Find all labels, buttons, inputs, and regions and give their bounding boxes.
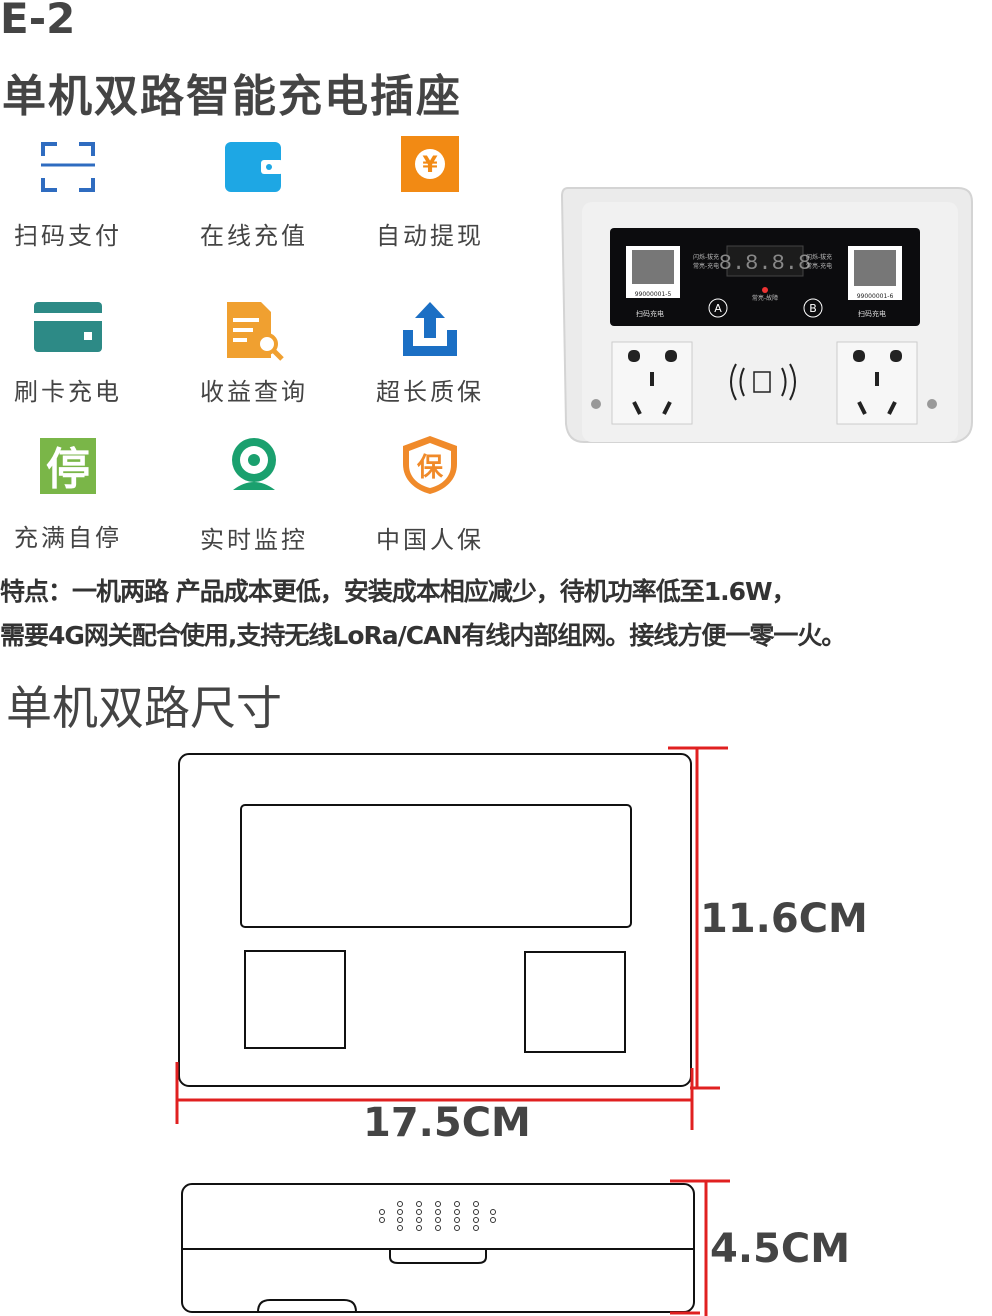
front-outline bbox=[178, 753, 692, 1087]
led-label: 常亮-充电 bbox=[806, 262, 832, 270]
dimension-lines bbox=[175, 746, 730, 1316]
button-a: A bbox=[714, 302, 722, 315]
height-label: 11.6CM bbox=[700, 896, 868, 942]
yen-icon: ¥ bbox=[401, 136, 459, 192]
feature-card-charge: 刷卡充电 bbox=[0, 300, 143, 407]
feature-revenue-query: 收益查询 bbox=[179, 300, 329, 407]
socket-left bbox=[244, 950, 346, 1049]
svg-text:保: 保 bbox=[416, 453, 444, 483]
vent-holes bbox=[379, 1201, 496, 1231]
upload-icon bbox=[403, 302, 457, 356]
wallet-icon bbox=[225, 142, 283, 192]
page-title: 单机双路智能充电插座 bbox=[2, 71, 462, 122]
shield-icon: 保 bbox=[403, 436, 457, 494]
feature-label: 实时监控 bbox=[200, 526, 308, 554]
scan-label: 扫码充电 bbox=[636, 309, 664, 318]
feature-description: 特点：一机两路 产品成本更低，安装成本相应减少，待机功率低至1.6W， 需要4G… bbox=[0, 570, 846, 658]
feature-label: 充满自停 bbox=[14, 524, 122, 552]
feature-realtime-monitor: 实时监控 bbox=[179, 434, 329, 555]
scan-label: 扫码充电 bbox=[858, 309, 886, 318]
display-area bbox=[240, 804, 632, 928]
nfc-card-icon bbox=[753, 371, 771, 393]
svg-text:¥: ¥ bbox=[422, 153, 438, 178]
scan-icon bbox=[41, 142, 95, 192]
product-photo: 99000001-5 99000001-6 8.8.8.8 闪烁-拔充 常亮-充… bbox=[560, 187, 973, 443]
feature-label: 刷卡充电 bbox=[14, 378, 122, 406]
digit-display: 8.8.8.8 bbox=[719, 251, 811, 276]
camera-icon bbox=[232, 438, 276, 490]
description-line: 特点：一机两路 产品成本更低，安装成本相应减少，待机功率低至1.6W， bbox=[0, 577, 797, 606]
control-panel bbox=[610, 228, 920, 326]
feature-picc-insurance: 保 中国人保 bbox=[355, 434, 505, 555]
led-label: 闪烁-拔充 bbox=[693, 253, 719, 261]
feature-scan-pay: 扫码支付 bbox=[0, 136, 143, 251]
feature-label: 自动提现 bbox=[376, 222, 484, 250]
width-label: 17.5CM bbox=[363, 1100, 531, 1146]
qr-id-right: 99000001-6 bbox=[857, 293, 894, 300]
fault-label: 常亮-故障 bbox=[752, 294, 778, 302]
feature-label: 超长质保 bbox=[376, 378, 484, 406]
svg-text:停: 停 bbox=[46, 444, 90, 494]
feature-auto-stop: 停 充满自停 bbox=[0, 438, 143, 553]
depth-label: 4.5CM bbox=[710, 1226, 851, 1272]
feature-online-recharge: 在线充值 bbox=[179, 136, 329, 251]
feature-label: 扫码支付 bbox=[14, 222, 122, 250]
feature-label: 收益查询 bbox=[200, 378, 308, 406]
feature-label: 在线充值 bbox=[200, 222, 308, 250]
description-line: 需要4G网关配合使用,支持无线LoRa/CAN有线内部组网。接线方便一零一火。 bbox=[0, 621, 846, 650]
button-b: B bbox=[809, 302, 817, 315]
qr-id-left: 99000001-5 bbox=[635, 291, 672, 298]
feature-auto-withdraw: ¥ 自动提现 bbox=[355, 136, 505, 251]
led-label: 常亮-充电 bbox=[693, 262, 719, 270]
led-label: 闪烁-拔充 bbox=[806, 253, 832, 261]
feature-label: 中国人保 bbox=[376, 526, 484, 554]
stop-icon: 停 bbox=[40, 438, 96, 495]
socket-right bbox=[524, 951, 626, 1053]
product-code: E-2 bbox=[0, 0, 76, 43]
dimensions-title: 单机双路尺寸 bbox=[6, 681, 282, 735]
report-search-icon bbox=[227, 302, 284, 361]
feature-long-warranty: 超长质保 bbox=[355, 300, 505, 407]
card-icon bbox=[34, 302, 102, 352]
